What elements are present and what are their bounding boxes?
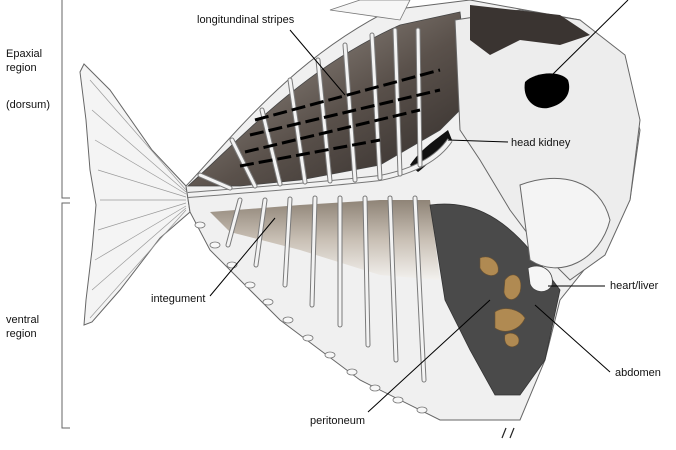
abdomen-label: abdomen [615,367,661,379]
caudal-fin [79,63,191,326]
belly-scutes [194,221,428,414]
ventral-muscle [210,200,440,280]
epaxial-label-line2: region [6,62,37,74]
head-dark-top [470,5,590,55]
black-organ [524,73,570,109]
epaxial-label-line1: Epaxial [6,48,43,60]
operculum [519,178,611,269]
heart [527,265,553,293]
leader-lines [209,0,629,413]
ventral-bracket [61,202,70,429]
epaxial-bracket [61,0,70,199]
abdominal-cavity [429,203,561,396]
integument-label: integument [151,293,206,305]
longitudinal-stripes-label: longitundinal stripes [197,14,295,26]
head-kidney-label: head kidney [511,137,571,149]
clip-marks [501,427,515,439]
ventral-label-line2: region [6,328,37,340]
peritoneum-label: peritoneum [310,415,366,427]
dorsal-fin [329,0,411,21]
caudal-fin-rays [89,79,187,319]
liver-heart [479,256,526,347]
ventral-label-line1: ventral [6,314,40,326]
dorsum-label: (dorsum) [6,99,51,111]
longitudinal-stripes [239,68,441,168]
heart-liver-label: heart/liver [610,280,659,292]
